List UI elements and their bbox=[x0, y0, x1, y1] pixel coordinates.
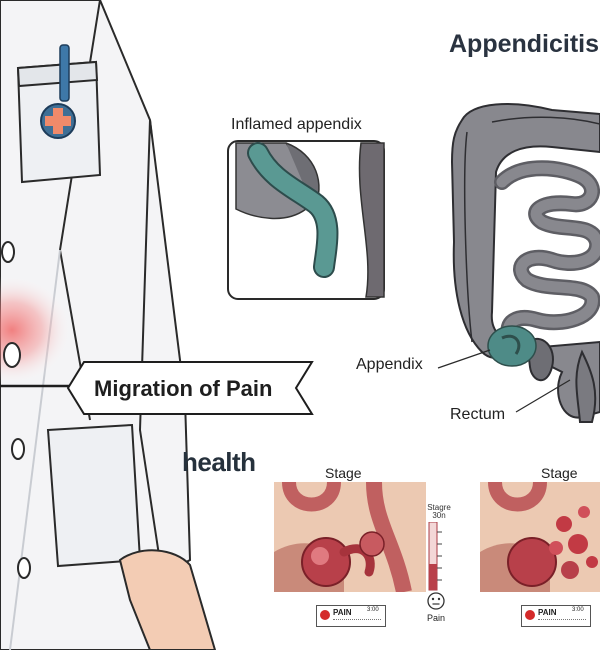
lower-pocket bbox=[46, 423, 142, 568]
page-title: Appendicitis bbox=[449, 30, 600, 58]
small-intestine-inner bbox=[496, 162, 600, 343]
rupture-spot bbox=[549, 541, 563, 555]
banner-text: Migration of Pain bbox=[94, 376, 273, 401]
rupture-spot bbox=[556, 516, 572, 532]
pain-meter-1: PAIN 3:00 bbox=[316, 605, 386, 627]
label-leaders bbox=[437, 349, 571, 413]
coat-button bbox=[17, 557, 31, 579]
pain-meter-value: 3:00 bbox=[367, 607, 379, 613]
scale-fill bbox=[429, 564, 437, 590]
pain-meter-ticks bbox=[333, 619, 381, 623]
brand-wordmark: health bbox=[182, 447, 256, 477]
doctor-illustration bbox=[0, 0, 217, 650]
neutral-face-icon bbox=[427, 592, 445, 610]
pocket-flap bbox=[16, 60, 99, 88]
inflamed-mass bbox=[507, 537, 557, 587]
intestine-diagram bbox=[450, 103, 600, 423]
rectum-leader-line bbox=[515, 379, 571, 413]
pain-meter-ticks bbox=[538, 619, 586, 623]
cross-icon bbox=[45, 108, 71, 134]
stage-title-1: Stage bbox=[325, 465, 362, 481]
stage-panel-2 bbox=[480, 482, 600, 592]
appendix-leader-line bbox=[437, 349, 491, 369]
haustra-line bbox=[491, 116, 600, 125]
rupture-spot bbox=[578, 506, 590, 518]
inflamed-appendix bbox=[249, 144, 337, 276]
coat-button bbox=[1, 241, 15, 263]
rupture-spot bbox=[586, 556, 598, 568]
stage-panel-1 bbox=[274, 482, 426, 592]
rupture-spot bbox=[561, 561, 579, 579]
appendix-highlight bbox=[487, 325, 537, 367]
intestine-loop bbox=[366, 482, 412, 592]
intestine-loop bbox=[488, 482, 547, 512]
pain-meter-value: 3:00 bbox=[572, 607, 584, 613]
colon-wall bbox=[358, 142, 385, 298]
haustra-line bbox=[463, 131, 473, 343]
coat-button bbox=[11, 438, 25, 460]
coat-button bbox=[3, 342, 21, 368]
pain-dot-icon bbox=[320, 610, 330, 620]
pain-scale-bar bbox=[428, 522, 442, 591]
appendix-shape bbox=[501, 334, 521, 355]
pain-meter-2: PAIN 3:00 bbox=[521, 605, 591, 627]
rupture-spot bbox=[568, 534, 588, 554]
pen-icon bbox=[59, 44, 70, 102]
inset-panel bbox=[227, 140, 385, 300]
pain-dot-icon bbox=[525, 610, 535, 620]
banner-shape bbox=[66, 361, 314, 415]
rectum-label: Rectum bbox=[450, 406, 506, 423]
pain-meter-label: PAIN bbox=[333, 608, 352, 617]
stage-title-2: Stage bbox=[541, 465, 578, 481]
scale-label: Pain bbox=[427, 613, 446, 623]
pain-meter-label: PAIN bbox=[538, 608, 557, 617]
appendix-label: Appendix bbox=[356, 356, 423, 373]
swelling bbox=[359, 531, 385, 557]
pain-banner bbox=[66, 361, 314, 415]
hand bbox=[118, 549, 217, 650]
scale-title-line2: 30n bbox=[432, 511, 446, 520]
inset-label: Inflamed appendix bbox=[231, 116, 362, 133]
scale-title-line1: Stagre bbox=[427, 503, 451, 512]
inflammation-spot bbox=[311, 547, 329, 565]
intestine-loop bbox=[282, 482, 341, 512]
rectum-shape bbox=[575, 349, 597, 423]
